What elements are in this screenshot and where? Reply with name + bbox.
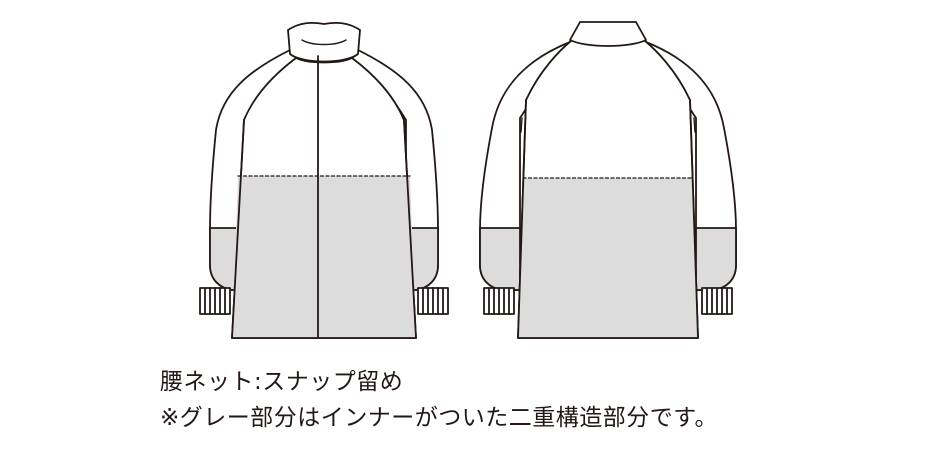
front-collar <box>287 22 361 63</box>
back-body-gray <box>518 178 698 338</box>
caption-gray-note: ※グレー部分はインナーがついた二重構造部分です。 <box>160 405 718 431</box>
back-collar <box>569 21 647 47</box>
front-left-cuff <box>199 287 231 315</box>
jacket-back-view <box>479 21 737 339</box>
front-right-cuff <box>417 287 449 315</box>
back-right-sleeve-gray <box>695 227 737 291</box>
front-body-gray <box>232 176 416 338</box>
front-right-sleeve-gray <box>405 227 439 291</box>
caption-waist-net: 腰ネット:スナップ留め <box>160 369 404 395</box>
back-left-cuff <box>483 287 515 315</box>
back-right-cuff <box>701 287 733 315</box>
back-left-sleeve-gray <box>479 227 521 291</box>
jacket-front-view <box>199 22 449 339</box>
jacket-illustrations <box>199 21 737 339</box>
